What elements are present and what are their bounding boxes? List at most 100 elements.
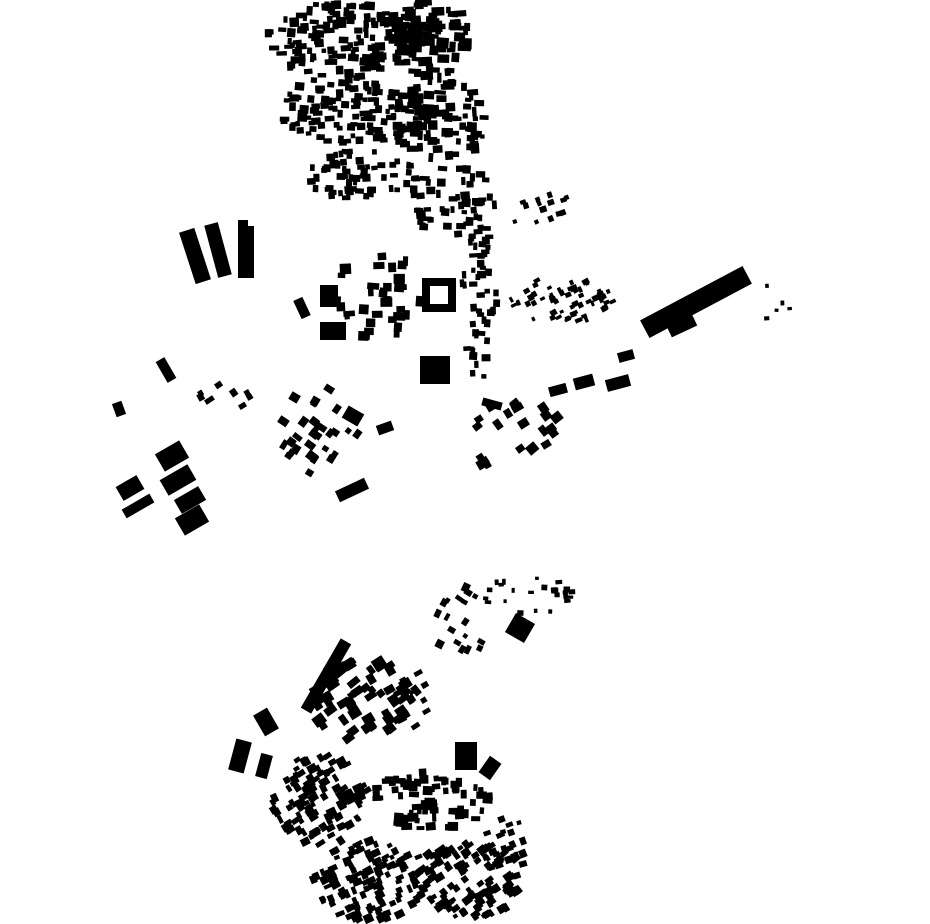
- building: [472, 116, 479, 122]
- building: [415, 891, 426, 902]
- building: [316, 752, 326, 763]
- building: [354, 27, 363, 34]
- building: [339, 890, 349, 900]
- building: [310, 693, 326, 708]
- building: [518, 859, 528, 868]
- building: [348, 903, 356, 911]
- building: [279, 439, 290, 451]
- building: [322, 751, 333, 761]
- building: [289, 17, 300, 28]
- building: [326, 893, 336, 904]
- building: [334, 788, 348, 802]
- building: [530, 299, 538, 307]
- building: [484, 890, 494, 901]
- building: [461, 198, 471, 208]
- building: [461, 861, 470, 870]
- building: [464, 125, 473, 132]
- building: [549, 410, 564, 425]
- building: [238, 226, 254, 278]
- building: [485, 244, 491, 250]
- building: [337, 53, 347, 59]
- building: [405, 108, 415, 114]
- building: [427, 27, 433, 37]
- building: [291, 800, 299, 808]
- building: [450, 206, 455, 213]
- building: [427, 77, 433, 86]
- building: [516, 819, 522, 826]
- building: [442, 222, 452, 230]
- building: [401, 779, 411, 787]
- building: [426, 186, 436, 195]
- building: [518, 836, 528, 846]
- building: [666, 314, 698, 338]
- building: [326, 831, 336, 840]
- building: [436, 178, 446, 187]
- building: [472, 903, 483, 914]
- building: [384, 36, 397, 41]
- building: [367, 721, 378, 732]
- building: [462, 281, 467, 289]
- building: [460, 874, 470, 884]
- building: [377, 911, 388, 920]
- building: [271, 807, 282, 818]
- building: [504, 612, 536, 644]
- building: [344, 68, 354, 79]
- building: [307, 428, 320, 441]
- building: [576, 301, 585, 309]
- building: [478, 755, 502, 781]
- building: [204, 222, 232, 278]
- building: [481, 249, 490, 255]
- building: [555, 579, 563, 585]
- building: [439, 597, 449, 608]
- building: [469, 320, 477, 328]
- building: [570, 284, 578, 290]
- building: [548, 382, 568, 398]
- building: [461, 209, 468, 215]
- building: [370, 655, 388, 672]
- building: [403, 179, 411, 188]
- building: [475, 452, 486, 463]
- building: [276, 51, 287, 56]
- building: [538, 205, 548, 214]
- building: [288, 391, 301, 404]
- building: [389, 173, 398, 178]
- building: [433, 775, 440, 782]
- building: [437, 165, 448, 172]
- building: [403, 58, 411, 66]
- building: [292, 765, 301, 772]
- building: [442, 80, 455, 90]
- building: [268, 45, 280, 51]
- building: [285, 436, 297, 448]
- building: [418, 768, 427, 776]
- building: [283, 98, 289, 103]
- building: [473, 784, 478, 791]
- building: [316, 24, 325, 29]
- building: [433, 608, 443, 619]
- building: [780, 300, 785, 306]
- building: [444, 67, 452, 77]
- building: [460, 191, 471, 200]
- building: [396, 716, 407, 725]
- building: [484, 879, 494, 888]
- building: [467, 890, 478, 901]
- building: [308, 415, 321, 428]
- building: [458, 907, 469, 918]
- building: [508, 839, 517, 850]
- building: [457, 805, 465, 812]
- building: [388, 104, 395, 110]
- building: [337, 801, 348, 811]
- building: [490, 882, 502, 894]
- building: [371, 20, 379, 29]
- building: [563, 586, 571, 593]
- building: [381, 11, 390, 16]
- building: [446, 47, 456, 53]
- building: [355, 156, 364, 165]
- building: [327, 97, 334, 106]
- building: [513, 851, 519, 857]
- building: [394, 59, 406, 66]
- building: [514, 443, 526, 454]
- building: [320, 95, 330, 103]
- building: [486, 193, 493, 201]
- building: [115, 475, 145, 501]
- building: [424, 797, 436, 805]
